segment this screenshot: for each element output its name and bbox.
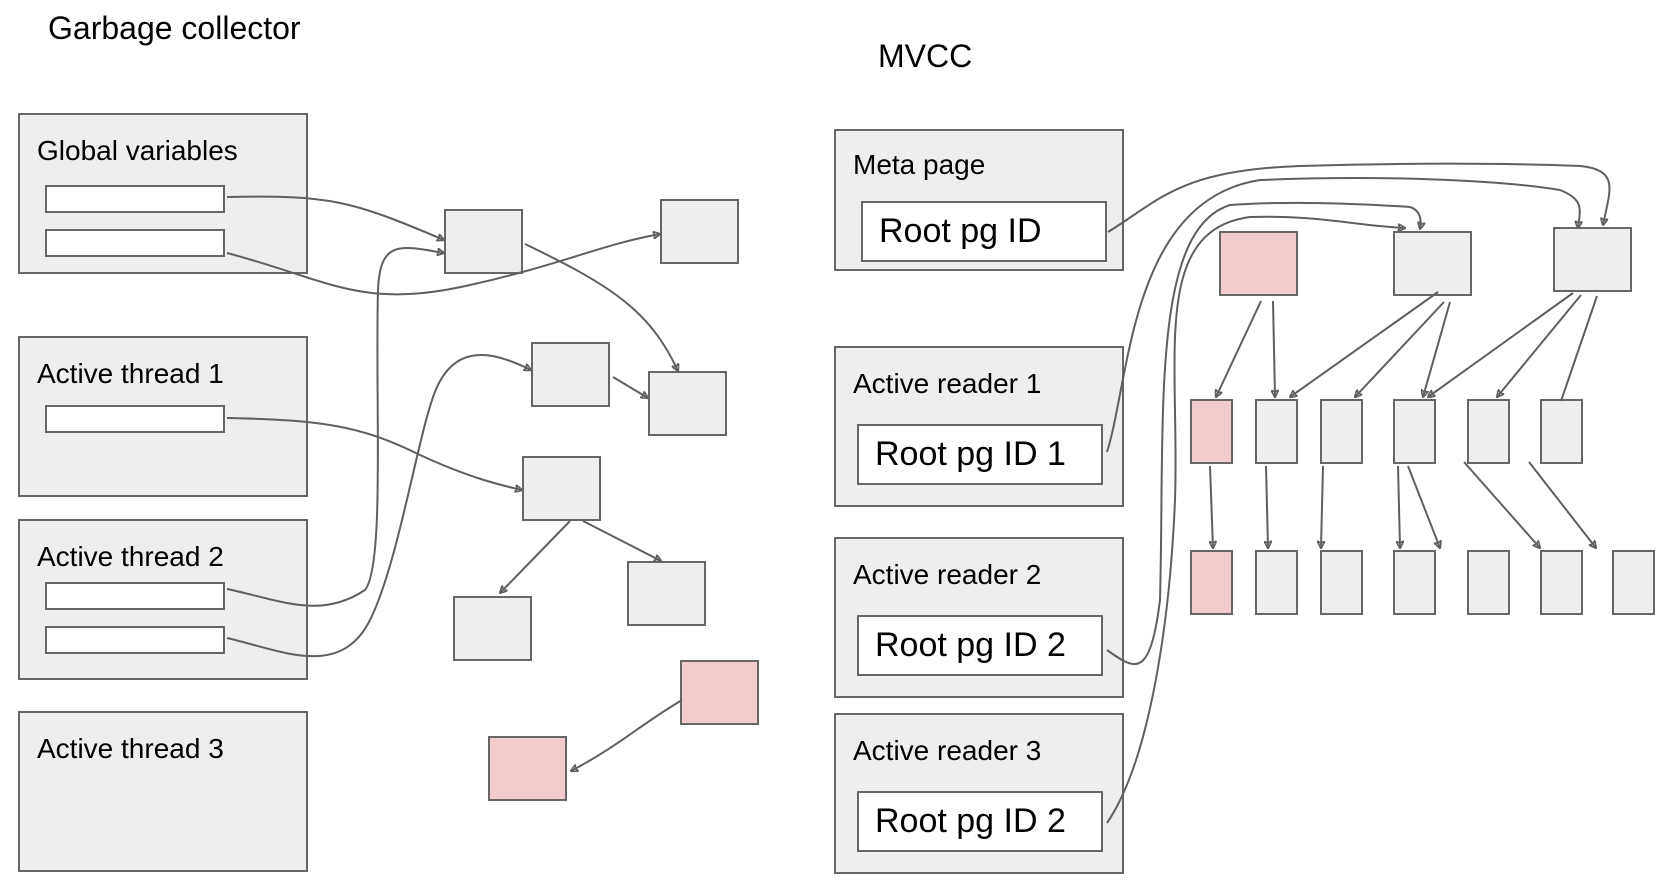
mvcc-meta-page: Meta page Root pg ID <box>834 129 1124 271</box>
pointer-slot <box>45 229 225 257</box>
mvcc-active-reader-1: Active reader 1 Root pg ID 1 <box>834 346 1124 507</box>
tree-node-a1 <box>1255 399 1298 464</box>
tree-node-a5 <box>1540 399 1583 464</box>
tree-node-b2 <box>1320 550 1363 615</box>
tree-node-a2 <box>1320 399 1363 464</box>
edge-h3-h4 <box>612 376 648 398</box>
pointer-slot <box>45 185 225 213</box>
edge-a5-b6 <box>1528 461 1596 548</box>
tree-root-r1 <box>1393 231 1472 296</box>
edge-reader3-r1 <box>1106 215 1405 824</box>
tree-node-a0-garbage <box>1190 399 1233 464</box>
panel-label: Active reader 1 <box>853 368 1042 399</box>
edge-r2-a3 <box>1428 292 1574 397</box>
edge-r0-a0 <box>1216 300 1262 397</box>
heap-node-h2 <box>660 199 739 264</box>
panel-label: Active reader 2 <box>853 559 1042 590</box>
mvcc-active-reader-3: Active reader 3 Root pg ID 2 <box>834 713 1124 874</box>
edge-a1-b1 <box>1266 465 1268 548</box>
tree-node-b4 <box>1467 550 1510 615</box>
heap-node-h4 <box>648 371 727 436</box>
heap-node-h8-garbage <box>680 660 759 725</box>
tree-node-b6 <box>1612 550 1655 615</box>
slot-text: Root pg ID 2 <box>875 626 1066 664</box>
panel-label: Active thread 3 <box>37 733 224 764</box>
edge-r2-a5 <box>1560 295 1598 402</box>
gc-root-active-thread-3: Active thread 3 <box>18 711 308 872</box>
pointer-slot <box>45 626 225 654</box>
edge-meta-r2 <box>1107 162 1611 233</box>
edge-a2-b2 <box>1321 465 1323 548</box>
panel-label: Active reader 3 <box>853 735 1042 766</box>
heap-node-h5 <box>522 456 601 521</box>
pointer-slot <box>45 582 225 610</box>
slot-text: Root pg ID <box>879 212 1042 250</box>
slot-text: Root pg ID 2 <box>875 802 1066 840</box>
edge-a3-b4 <box>1407 465 1440 548</box>
edge-r2-a4 <box>1497 294 1582 397</box>
edge-h8-h9 <box>571 699 683 771</box>
edge-a4-b5 <box>1463 461 1540 548</box>
panel-label: Global variables <box>37 135 238 166</box>
heap-node-h3 <box>531 342 610 407</box>
tree-root-r0-garbage <box>1219 231 1298 296</box>
tree-node-b1 <box>1255 550 1298 615</box>
heap-node-h6 <box>453 596 532 661</box>
edge-r1-a3 <box>1423 301 1451 397</box>
gc-title: Garbage collector <box>48 10 301 46</box>
gc-root-global-variables: Global variables <box>18 113 308 274</box>
mvcc-title: MVCC <box>878 38 973 74</box>
edge-h5-h7 <box>582 520 661 561</box>
panel-label: Active thread 2 <box>37 541 224 572</box>
root-pg-id-slot: Root pg ID 2 <box>857 791 1103 852</box>
tree-node-b0-garbage <box>1190 550 1233 615</box>
panel-label: Active thread 1 <box>37 358 224 389</box>
gc-root-active-thread-2: Active thread 2 <box>18 519 308 680</box>
gc-root-active-thread-1: Active thread 1 <box>18 336 308 497</box>
tree-node-b3 <box>1393 550 1436 615</box>
edge-r1-a2 <box>1355 301 1445 397</box>
edge-a3-b3 <box>1398 465 1400 548</box>
pointer-slot <box>45 405 225 433</box>
tree-node-a4 <box>1467 399 1510 464</box>
root-pg-id-slot: Root pg ID 1 <box>857 424 1103 485</box>
edge-h5-h6 <box>500 520 571 593</box>
root-pg-id-slot: Root pg ID 2 <box>857 615 1103 676</box>
heap-node-h7 <box>627 561 706 626</box>
heap-node-h9-garbage <box>488 736 567 801</box>
edge-r1-a1 <box>1290 291 1439 397</box>
edge-r0-a1 <box>1273 300 1275 397</box>
tree-root-r2 <box>1553 227 1632 292</box>
slot-text: Root pg ID 1 <box>875 435 1066 473</box>
heap-node-h1 <box>444 209 523 274</box>
tree-node-a3 <box>1393 399 1436 464</box>
panel-label: Meta page <box>853 149 986 180</box>
root-pg-id-slot: Root pg ID <box>861 201 1107 262</box>
tree-node-b5 <box>1540 550 1583 615</box>
mvcc-active-reader-2: Active reader 2 Root pg ID 2 <box>834 537 1124 698</box>
edge-a0-b0 <box>1210 465 1213 548</box>
